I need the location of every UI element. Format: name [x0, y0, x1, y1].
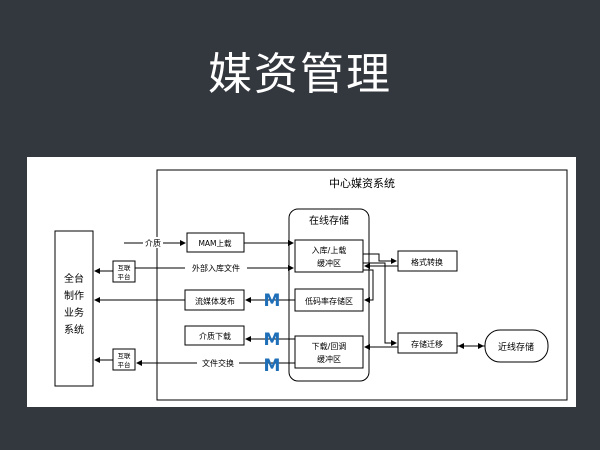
production-system-line-3: 业务	[64, 306, 84, 319]
slide-title: 媒资管理	[208, 49, 392, 100]
label-file-exchange: 文件交换	[202, 358, 234, 368]
arrow-ingest-to-lowres	[363, 269, 374, 303]
ingest-buffer-line-1: 入库/上载	[312, 245, 347, 255]
interconnect-bottom-line-1: 互联	[118, 351, 132, 360]
streaming-release-label: 流媒体发布	[195, 296, 235, 306]
m-logo-icon: M	[264, 356, 281, 376]
interconnect-top-line-1: 互联	[118, 263, 132, 272]
format-conversion-box	[397, 250, 458, 272]
online-storage-label: 在线存储	[309, 214, 349, 227]
lowres-storage-label: 低码率存储区	[305, 296, 353, 306]
arrow-ingest-to-format	[363, 253, 397, 264]
production-system-box	[54, 230, 94, 387]
arrow-ingest-to-migration	[363, 262, 397, 346]
mam-upload-label: MAM上载	[198, 238, 232, 248]
label-external-ingest: 外部入库文件	[192, 263, 240, 273]
central-media-system-frame	[156, 169, 568, 401]
media-download-label: 介质下载	[199, 331, 231, 341]
interconnect-top-line-2: 平台	[118, 272, 131, 281]
production-system-line-4: 系统	[64, 323, 84, 336]
m-logo-icon: M	[264, 291, 281, 311]
m-logo-icon: M	[264, 330, 281, 350]
nearline-storage-label: 近线存储	[498, 341, 534, 353]
storage-migration-label: 存储迁移	[411, 339, 443, 349]
download-buffer-box	[294, 335, 364, 369]
production-system-line-1: 全台	[64, 272, 84, 285]
download-buffer-line-2: 缓冲区	[317, 354, 341, 364]
production-system-line-2: 制作	[64, 289, 84, 302]
download-buffer-line-1: 下载/回调	[312, 341, 347, 351]
system-title: 中心媒资系统	[329, 177, 395, 190]
media-download-box	[184, 325, 245, 346]
interconnect-bottom-line-2: 平台	[118, 360, 131, 369]
ingest-buffer-box	[294, 239, 364, 273]
format-conversion-label: 格式转换	[411, 257, 443, 267]
storage-migration-box	[397, 332, 458, 354]
architecture-diagram: 中心媒资系统 在线存储 全台 制作 业务 系统 互联 平台 互联 平台 MAM上…	[27, 157, 576, 407]
online-storage-frame	[288, 208, 370, 382]
label-media: 介质	[145, 238, 161, 248]
ingest-buffer-line-2: 缓冲区	[317, 258, 341, 268]
